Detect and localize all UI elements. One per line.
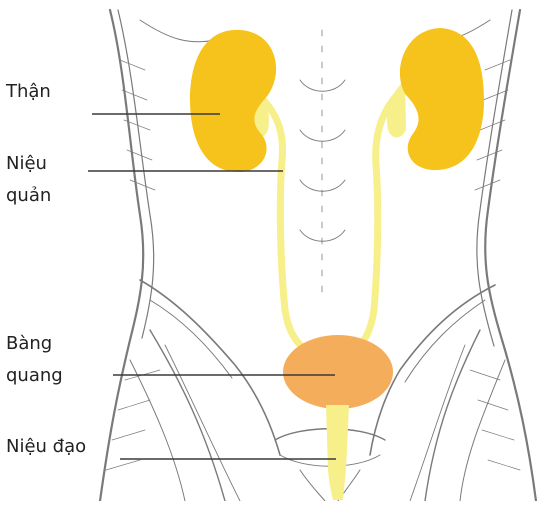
ureter-right xyxy=(352,80,406,352)
bladder-label-line2: quang xyxy=(6,362,63,390)
ureter-label-line2: quản xyxy=(6,182,51,210)
bladder xyxy=(283,335,393,409)
ureter-left xyxy=(248,80,310,352)
kidney-label: Thận xyxy=(6,78,51,106)
urethra-label: Niệu đạo xyxy=(6,433,86,461)
bladder-label-line1: Bàng xyxy=(6,330,52,358)
urethra xyxy=(326,405,349,500)
kidney-right xyxy=(400,28,484,170)
ureter-label-line1: Niệu xyxy=(6,150,47,178)
leader-lines xyxy=(88,114,336,459)
